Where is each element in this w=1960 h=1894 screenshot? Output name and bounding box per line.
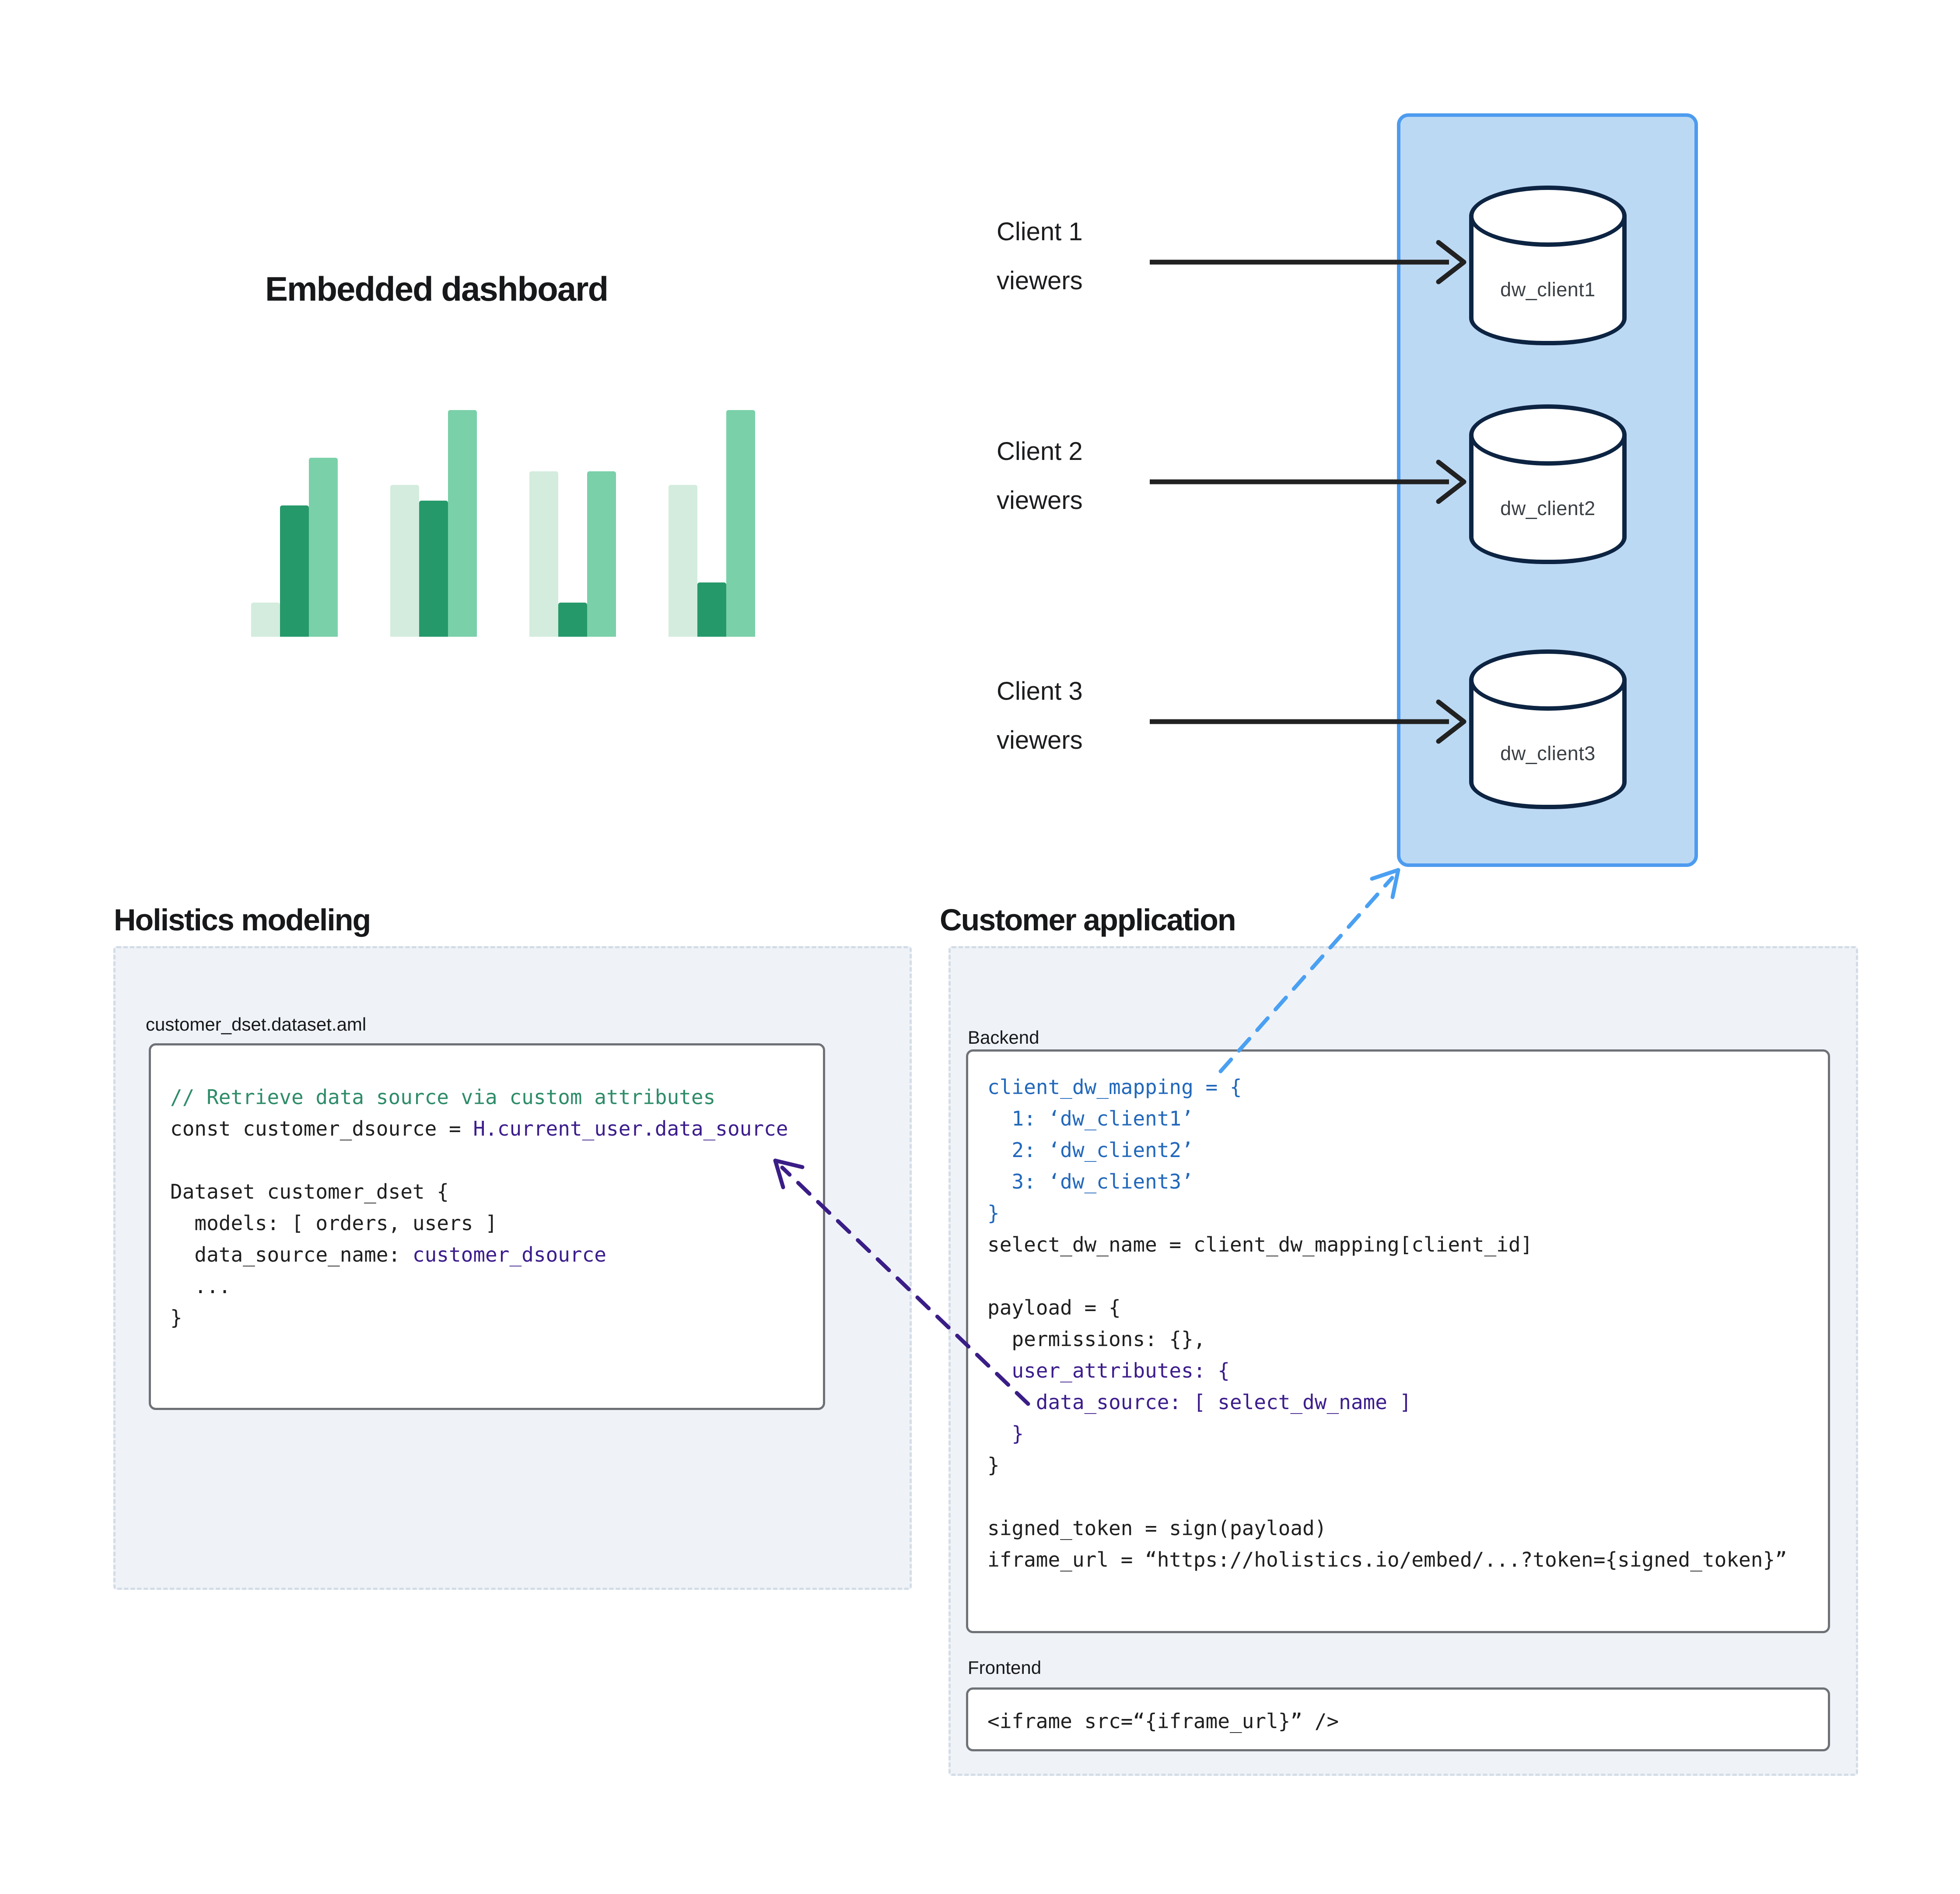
code-line: select_dw_name = client_dw_mapping[clien… xyxy=(987,1233,1533,1256)
bar-dark xyxy=(558,603,587,637)
dw-client1-label: dw_client1 xyxy=(1500,278,1596,301)
bar-group-group2 xyxy=(390,410,477,637)
holistics-modeling-heading: Holistics modeling xyxy=(114,903,371,937)
code-line: } xyxy=(987,1201,1000,1225)
code-line: iframe_url = “https://holistics.io/embed… xyxy=(987,1548,1787,1571)
customer-application-heading: Customer application xyxy=(940,903,1236,937)
code-line: const customer_dsource = H.current_user.… xyxy=(170,1117,788,1140)
frontend-label: Frontend xyxy=(968,1657,1042,1678)
code-line: 3: ‘dw_client3’ xyxy=(987,1170,1194,1193)
dw-client3-label: dw_client3 xyxy=(1500,742,1596,765)
client-3-line1: Client 3 xyxy=(997,677,1083,705)
code-line: models: [ orders, users ] xyxy=(170,1211,497,1235)
embedded-dashboard-title: Embedded dashboard xyxy=(265,270,609,308)
bar-medium xyxy=(726,410,755,637)
client-1-line2: viewers xyxy=(997,267,1083,295)
code-line: client_dw_mapping = { xyxy=(987,1075,1242,1099)
bar-light xyxy=(251,603,280,637)
code-line: ... xyxy=(170,1274,231,1298)
bar-medium xyxy=(587,471,616,637)
bar-dark xyxy=(697,582,726,637)
bar-dark xyxy=(419,501,448,637)
dataset-aml-file-label: customer_dset.dataset.aml xyxy=(146,1014,367,1035)
code-line: payload = { xyxy=(987,1296,1121,1319)
bar-light xyxy=(390,485,419,637)
embedded-dashboard-bar-chart xyxy=(251,410,755,637)
backend-code-box: client_dw_mapping = { 1: ‘dw_client1’ 2:… xyxy=(966,1049,1830,1633)
bar-group-group3 xyxy=(529,471,616,637)
code-line: Dataset customer_dset { xyxy=(170,1180,449,1203)
frontend-code-box: <iframe src=“{iframe_url}” /> xyxy=(966,1687,1830,1751)
code-line: signed_token = sign(payload) xyxy=(987,1516,1327,1540)
code-line: permissions: {}, xyxy=(987,1327,1206,1351)
code-line: } xyxy=(987,1453,1000,1477)
bar-medium xyxy=(309,458,338,637)
bar-group-group4 xyxy=(668,410,755,637)
client-3-line2: viewers xyxy=(997,726,1083,754)
database-cylinder-dw-client2: dw_client2 xyxy=(1469,404,1627,564)
code-line: 1: ‘dw_client1’ xyxy=(987,1107,1194,1130)
code-line xyxy=(987,1260,1815,1292)
code-line: 2: ‘dw_client2’ xyxy=(987,1138,1194,1162)
code-line: data_source_name: customer_dsource xyxy=(170,1243,606,1266)
backend-label: Backend xyxy=(968,1027,1040,1048)
database-cylinder-dw-client1: dw_client1 xyxy=(1469,186,1627,345)
cylinder-top-ellipse xyxy=(1469,649,1627,711)
client-2-line1: Client 2 xyxy=(997,437,1083,466)
bar-group-group1 xyxy=(251,458,338,637)
client-3-label: Client 3 viewers xyxy=(997,667,1242,765)
dw-client2-label: dw_client2 xyxy=(1500,497,1596,519)
bar-light xyxy=(668,485,697,637)
code-line: // Retrieve data source via custom attri… xyxy=(170,1085,716,1109)
code-line xyxy=(987,1481,1815,1512)
client-2-line2: viewers xyxy=(997,486,1083,515)
database-cylinder-dw-client3: dw_client3 xyxy=(1469,649,1627,809)
code-line: } xyxy=(987,1422,1024,1445)
dataset-aml-code-box: // Retrieve data source via custom attri… xyxy=(149,1043,825,1410)
cylinder-top-ellipse xyxy=(1469,404,1627,466)
client-1-line1: Client 1 xyxy=(997,217,1083,246)
bar-dark xyxy=(280,505,309,637)
client-1-label: Client 1 viewers xyxy=(997,207,1242,305)
code-line: data_source: [ select_dw_name ] xyxy=(987,1390,1412,1414)
code-line xyxy=(170,1144,810,1176)
cylinder-top-ellipse xyxy=(1469,186,1627,247)
code-line: <iframe src=“{iframe_url}” /> xyxy=(987,1709,1339,1733)
code-line: } xyxy=(170,1306,182,1329)
bar-medium xyxy=(448,410,477,637)
code-line: user_attributes: { xyxy=(987,1359,1230,1382)
client-2-label: Client 2 viewers xyxy=(997,427,1242,525)
bar-light xyxy=(529,471,558,637)
